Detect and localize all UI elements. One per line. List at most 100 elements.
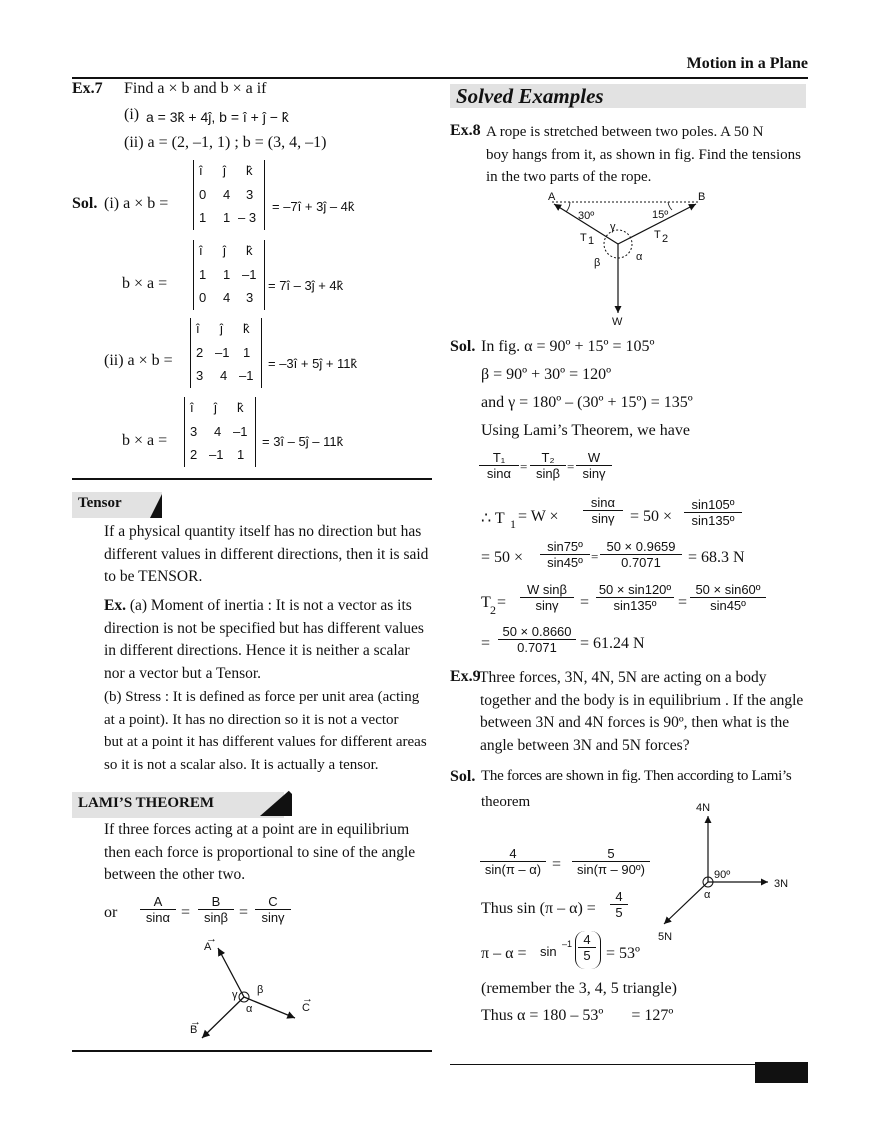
- angle-30-label: 30º: [578, 210, 594, 222]
- angle-circle: [603, 229, 633, 259]
- det2-c2: ĵ: [223, 243, 226, 258]
- det4-c5: 4: [214, 424, 222, 439]
- lami-eq-1: =: [181, 904, 191, 921]
- t2-subscript: 2: [662, 233, 668, 245]
- force-5n-arrow: [663, 881, 709, 925]
- ex8-label: Ex.8: [450, 122, 481, 139]
- frac-den: sin(π – α): [484, 862, 542, 877]
- det2-c9: 3: [246, 290, 254, 305]
- sol8-lami-eq1: =: [520, 459, 528, 474]
- frac-den: 5: [615, 905, 623, 920]
- frac-num: W: [576, 450, 612, 466]
- ex9-line: angle between 3N and 5N forces?: [480, 736, 690, 754]
- page-number-box: [755, 1062, 808, 1083]
- det2-c1: î: [199, 243, 203, 258]
- sol9-sin-inv: sin: [540, 944, 557, 959]
- ex8-line: in the two parts of the rope.: [486, 169, 652, 185]
- sol9-sin-inv-sup: –1: [562, 939, 573, 949]
- det3-c7: 3: [196, 368, 204, 383]
- sol8-t1-frac1: sinα sinγ: [583, 495, 623, 526]
- ex7-part1-expr: a = 3k̂ + 4ĵ, b = î + ĵ − k̂: [146, 109, 289, 125]
- det1-result: = –7î + 3ĵ – 4k̂: [272, 199, 355, 214]
- lami-heading: LAMI’S THEOREM: [72, 792, 284, 818]
- tensor-ex-label: Ex.: [104, 597, 126, 614]
- frac-den: sinβ: [535, 466, 561, 481]
- rope-diagram: A B 30º 15º T 1 T 2 γ β α W: [548, 191, 705, 328]
- sol8-t2-prefix: T: [481, 594, 491, 611]
- det2-c6: –1: [242, 267, 257, 282]
- sol8-row2-eq: =: [591, 549, 599, 564]
- frac-num: 50 × sin60º: [690, 582, 766, 598]
- sol8-t2-frac2: 50 × sin120º sin135º: [596, 582, 674, 613]
- lami-line: If three forces acting at a point are in…: [104, 821, 410, 838]
- tensor-b-line: (b) Stress : It is defined as force per …: [104, 689, 420, 705]
- tension-t2-arrow: [617, 203, 697, 245]
- det4-result: = 3î – 5ĵ – 11k̂: [262, 434, 344, 449]
- tensor-line: If a physical quantity itself has no dir…: [104, 523, 422, 540]
- sol8-t2-sub: 2: [490, 603, 496, 617]
- lami-force-diagram: A → C → B → γ β α: [190, 933, 313, 1039]
- det2-c7: 0: [199, 290, 207, 305]
- det1-c4: 0: [199, 187, 207, 202]
- sol8-lami-eq2: =: [567, 459, 575, 474]
- gamma-label: γ: [610, 221, 616, 233]
- left-section-rule-1: [72, 478, 432, 480]
- alpha-label: α: [636, 251, 643, 263]
- sol9-eq: =: [552, 856, 562, 873]
- det2-result: = 7î – 3ĵ + 4k̂: [268, 278, 344, 293]
- ex9-label: Ex.9: [450, 668, 481, 685]
- ex7-bxa-1: b × a =: [122, 275, 168, 292]
- determinant-4: î ĵ k̂ 3 4 –1 2 –1 1: [184, 397, 256, 467]
- det4-c7: 2: [190, 447, 198, 462]
- angle-15-label: 15º: [652, 209, 668, 221]
- tensor-heading: Tensor: [72, 492, 162, 518]
- lami-frac-b: B sinβ: [198, 894, 234, 925]
- frac-num: sinα: [583, 495, 623, 511]
- angle-90-label: 90º: [714, 869, 730, 881]
- tensor-definition: If a physical quantity itself has no dir…: [104, 521, 432, 589]
- det1-c7: 1: [199, 210, 207, 225]
- force-4n-label: 4N: [696, 802, 710, 814]
- sol8-row2-frac2: 50 × 0.9659 0.7071: [600, 539, 682, 570]
- sol9-thus1: Thus sin (π – α) =: [481, 900, 596, 917]
- frac-num: 4: [480, 846, 546, 862]
- lami-or: or: [104, 904, 118, 921]
- weight-label: W: [612, 316, 623, 328]
- lami-frac-c-den: sinγ: [261, 910, 285, 925]
- frac-num: 50 × 0.8660: [498, 624, 576, 640]
- angle-gamma-label: γ: [232, 989, 238, 1001]
- lami-statement: If three forces acting at a point are in…: [104, 819, 432, 887]
- det3-c6: 1: [243, 345, 251, 360]
- sol8-line3: and γ = 180º – (30º + 15º) = 135º: [481, 394, 693, 411]
- sol8-t2-frac1: W sinβ sinγ: [520, 582, 574, 613]
- ex7-sol-label: Sol.: [72, 195, 98, 212]
- det2-c5: 1: [223, 267, 231, 282]
- point-b-label: B: [698, 191, 705, 203]
- det1-c5: 4: [223, 187, 231, 202]
- sol8-t1-eq: = W ×: [518, 508, 559, 525]
- tensor-heading-corner: [150, 494, 162, 518]
- sol9-line1: The forces are shown in fig. Then accord…: [481, 768, 792, 784]
- frac-num: W sinβ: [520, 582, 574, 598]
- frac-den: sin45º: [710, 598, 746, 613]
- det4-c2: ĵ: [214, 400, 217, 415]
- sol8-line1: In fig. α = 90º + 15º = 105º: [481, 338, 655, 355]
- determinant-1: î ĵ k̂ 0 4 3 1 1 – 3: [193, 160, 265, 230]
- footer-rule: [450, 1064, 808, 1065]
- frac-num: sin75º: [540, 539, 590, 555]
- sol9-thus2: Thus α = 180 – 53º = 127º: [481, 1007, 674, 1024]
- force-a-arrow: [217, 947, 245, 998]
- det3-c3: k̂: [243, 321, 250, 336]
- det4-c3: k̂: [237, 400, 244, 415]
- svg-text:→: →: [190, 1016, 201, 1028]
- frac-den: sin(π – 90º): [577, 862, 645, 877]
- ex7-bxa-2: b × a =: [122, 432, 168, 449]
- tensor-ex-line: in different directions. Hence it is nei…: [104, 642, 410, 659]
- lami-frac-a: A sinα: [140, 894, 176, 925]
- frac-den: sin135º: [613, 598, 657, 613]
- t2-label: T: [654, 229, 661, 241]
- det3-c5: –1: [215, 345, 230, 360]
- lami-frac-b-num: B: [198, 894, 234, 910]
- lami-heading-corner: [260, 788, 292, 816]
- sol8-row2-result: = 68.3 N: [688, 549, 745, 566]
